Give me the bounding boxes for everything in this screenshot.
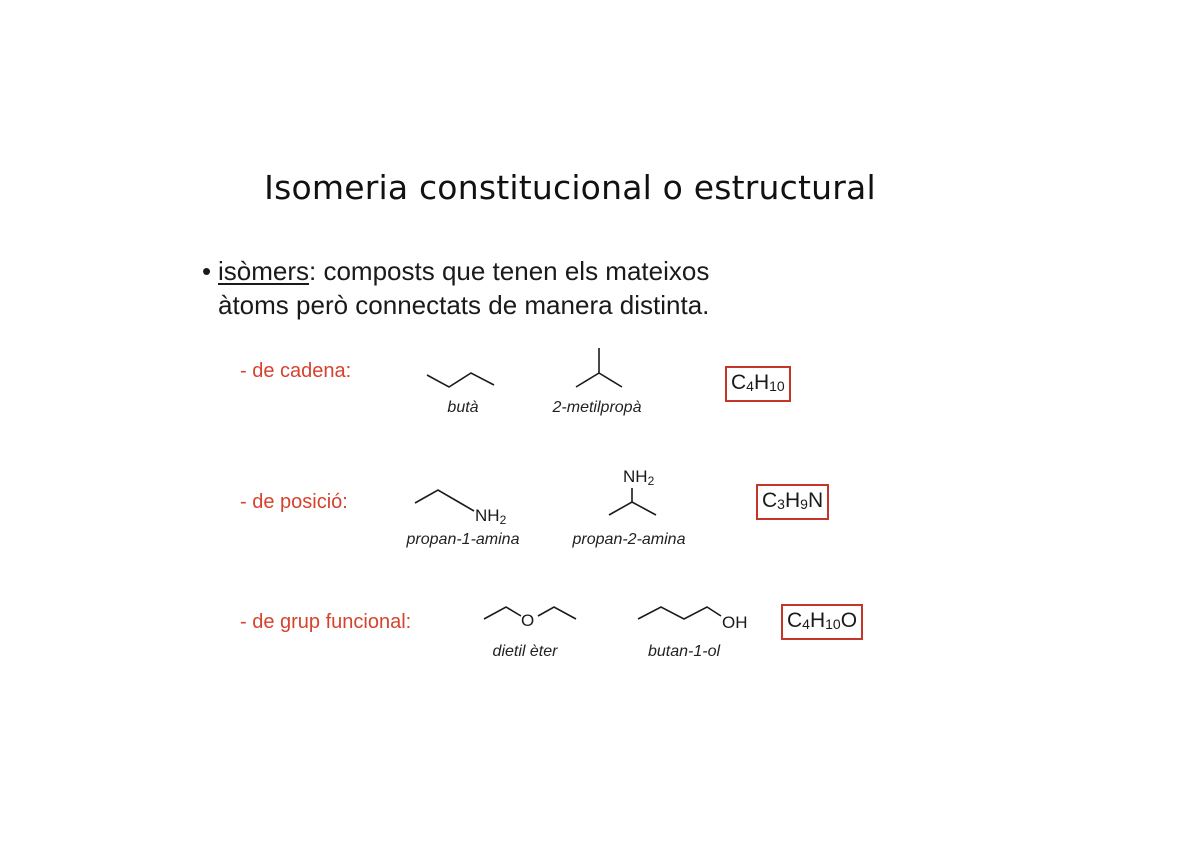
amine-group-1: NH2 [475, 506, 507, 527]
slide-title: Isomeria constitucional o estructural [264, 168, 876, 207]
bullet-marker: • [202, 256, 212, 286]
molecular-formula-functional-group: C4H10O [781, 604, 864, 640]
molecular-formula-position: C3H9N [756, 484, 830, 520]
bullet-text-2: àtoms però connectats de manera distinta… [218, 290, 710, 320]
isomer-name-butan-1-ol: butan-1-ol [647, 643, 721, 660]
bullet-text-1: : composts que tenen els mateixos [309, 256, 710, 286]
amine-group-2: NH2 [623, 467, 655, 488]
ether-oxygen-atom: O [521, 611, 535, 630]
bullet-definition-line-2: àtoms però connectats de manera distinta… [218, 290, 709, 321]
isomer-name-butane: butà [447, 399, 479, 416]
row-label-position: - de posició: [240, 491, 348, 513]
molecular-formula-chain: C4H10 [725, 366, 791, 402]
row-label-chain: - de cadena: [240, 360, 352, 382]
isomer-name-diethyl-ether: dietil èter [492, 643, 558, 660]
isomer-name-propan-1-amine: propan-1-amina [406, 531, 520, 548]
isomer-name-2-methylpropane: 2-metilpropà [552, 399, 642, 416]
bullet-term: isòmers [218, 256, 310, 286]
hydroxyl-group: OH [722, 613, 748, 632]
row-label-functional-group: - de grup funcional: [240, 611, 412, 633]
bullet-definition-line-1: • isòmers: composts que tenen els mateix… [202, 256, 710, 287]
isomer-name-propan-2-amine: propan-2-amina [572, 531, 686, 548]
